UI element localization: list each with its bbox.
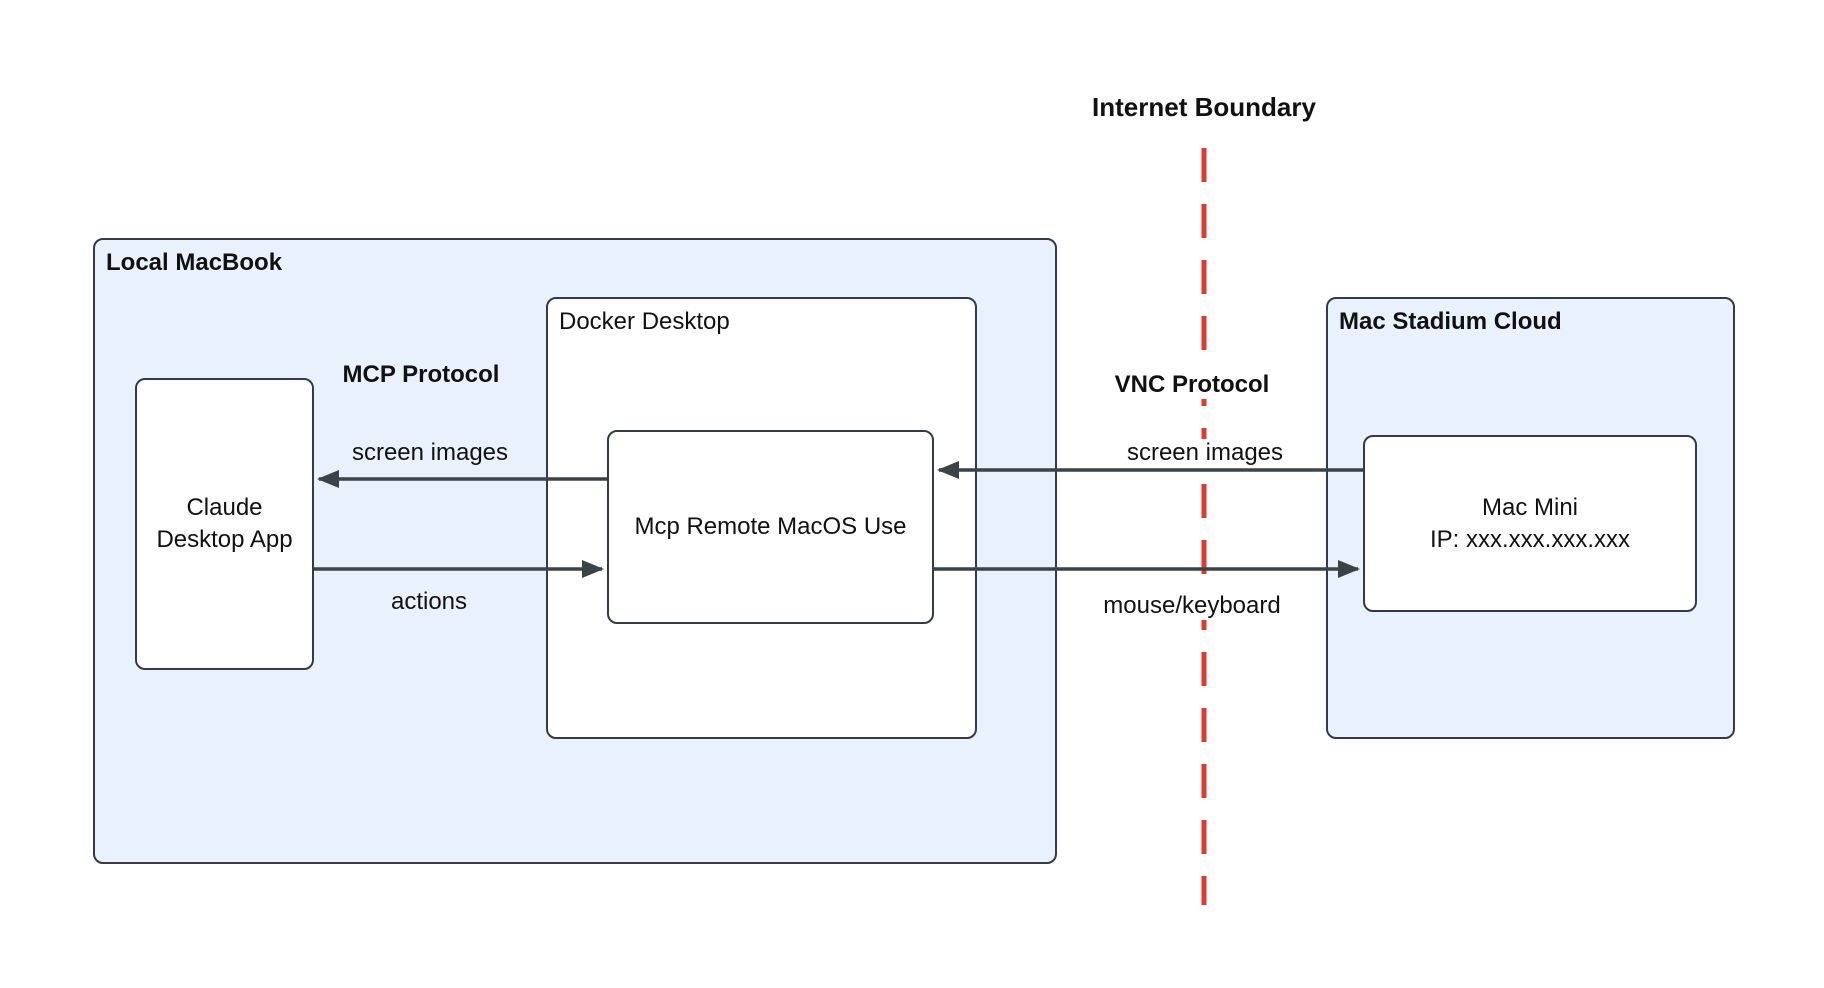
screen-images-left-label: screen images	[351, 439, 509, 466]
mac-mini-node: Mac Mini IP: xxx.xxx.xxx.xxx	[1363, 435, 1697, 612]
docker-desktop-title: Docker Desktop	[559, 308, 730, 335]
internet-boundary-title: Internet Boundary	[1092, 92, 1316, 122]
mcp-node-label: Mcp Remote MacOS Use	[634, 513, 907, 541]
mcp-protocol-label: MCP Protocol	[342, 361, 500, 388]
mcp-remote-macos-use-node: Mcp Remote MacOS Use	[607, 430, 934, 624]
local-macbook-title: Local MacBook	[106, 249, 283, 276]
claude-desktop-app-node: Claude Desktop App	[135, 378, 314, 670]
mac-stadium-cloud-title: Mac Stadium Cloud	[1339, 308, 1562, 335]
mouse-keyboard-label: mouse/keyboard	[1099, 592, 1285, 620]
claude-node-line1: Claude	[186, 494, 263, 522]
actions-label: actions	[390, 588, 468, 615]
screen-images-right-label: screen images	[1122, 439, 1288, 467]
mac-mini-node-line2: IP: xxx.xxx.xxx.xxx	[1429, 525, 1630, 553]
claude-node-line2: Desktop App	[156, 526, 293, 553]
vnc-protocol-label: VNC Protocol	[1110, 371, 1274, 399]
mac-mini-node-line1: Mac Mini	[1481, 493, 1578, 521]
